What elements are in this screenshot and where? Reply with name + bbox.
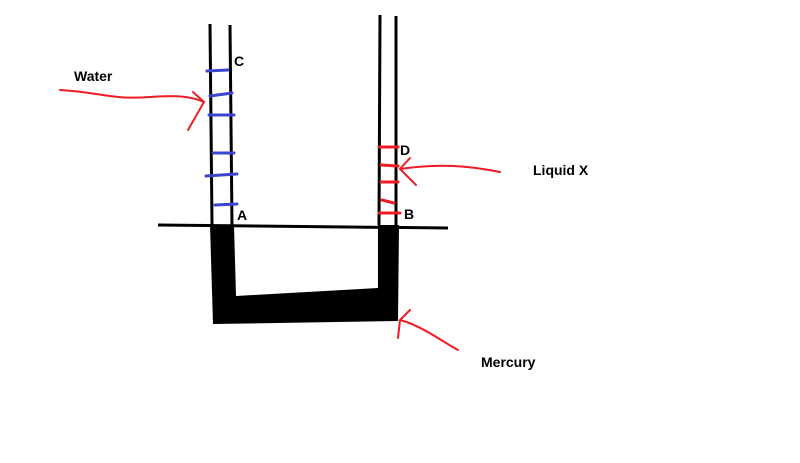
right-tube	[377, 14, 398, 226]
water-level-marks	[204, 68, 239, 207]
point-b-label: B	[404, 206, 414, 222]
point-a-label: A	[237, 207, 247, 223]
liquid-x-label: Liquid X	[533, 162, 589, 178]
mercury-label: Mercury	[481, 354, 536, 370]
liquid-x-arrow-icon	[398, 157, 501, 186]
water-arrow-icon	[59, 89, 206, 131]
reference-level-line	[157, 223, 449, 230]
mercury-arrow-icon	[397, 309, 459, 351]
water-label: Water	[74, 68, 113, 84]
point-d-label: D	[400, 142, 410, 158]
liquid-x-level-marks	[377, 145, 402, 215]
mercury-fill	[210, 225, 399, 324]
left-tube	[208, 23, 234, 226]
point-c-label: C	[234, 53, 244, 69]
